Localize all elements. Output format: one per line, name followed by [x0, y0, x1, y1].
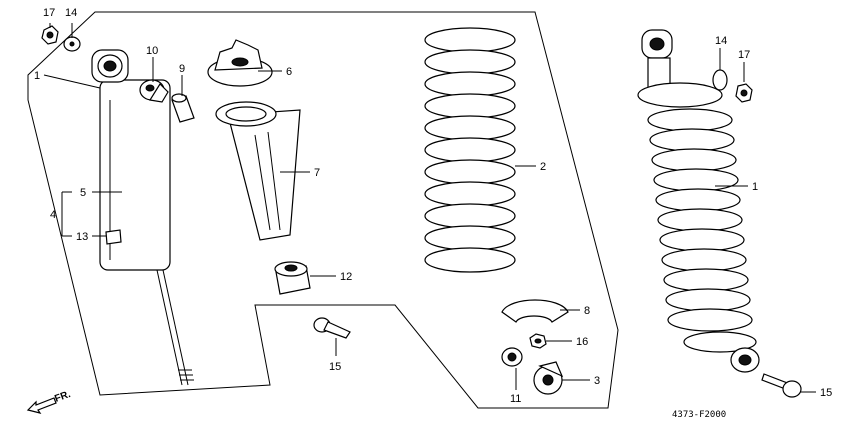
- part-17-nut-right: [735, 83, 753, 103]
- part-6-spring-seat: [207, 39, 273, 87]
- part-17-nut-left: [41, 25, 59, 45]
- part-7-spring-guide: [215, 101, 301, 241]
- callout-11-collar: 11: [510, 393, 521, 405]
- callout-17-nut-right: 17: [738, 49, 750, 61]
- callout-16-nut: 16: [576, 336, 588, 348]
- callout-3-joint: 3: [594, 375, 600, 387]
- callout-5-damper: 5: [80, 187, 86, 199]
- callout-15-bolt-right: 15: [820, 387, 832, 399]
- part-12-bump-rubber: [274, 261, 311, 295]
- callout-8-stopper: 8: [584, 305, 590, 317]
- callout-12-bump-rubber: 12: [340, 271, 352, 283]
- callout-14-washer-right: 14: [715, 35, 727, 47]
- shock-damper-body: [91, 49, 194, 386]
- callout-15-bolt-left: 15: [329, 361, 341, 373]
- callout-1-shock-right: 1: [752, 181, 758, 193]
- part-14-washer-right: [712, 69, 728, 91]
- part-8-spring-stopper: [501, 299, 569, 323]
- part-15-bolt-right: [761, 373, 802, 398]
- leader-lines: [43, 23, 816, 393]
- callout-17-nut-left: 17: [43, 7, 55, 19]
- shock-assembly-complete: [637, 29, 760, 373]
- front-direction-label: FR.: [53, 389, 72, 405]
- part-11-collar: [501, 347, 523, 367]
- part-9-bushing: [171, 93, 195, 123]
- callout-9-bushing: 9: [179, 63, 185, 75]
- callout-2-spring: 2: [540, 161, 546, 173]
- part-15-bolt-left: [313, 317, 351, 339]
- callout-10-collar: 10: [146, 45, 158, 57]
- part-14-washer-left: [63, 36, 81, 52]
- part-2-coil-spring: [424, 27, 516, 273]
- callout-6-spring-seat: 6: [286, 66, 292, 78]
- front-direction-arrow-icon: [26, 397, 57, 414]
- label-sticker: [105, 229, 122, 245]
- part-10-collar: [139, 79, 169, 103]
- assembly-outline: [27, 11, 619, 409]
- diagram-code: 4373-F2000: [672, 410, 726, 420]
- part-16-nut: [529, 333, 547, 349]
- callout-13-label: 13: [76, 231, 88, 243]
- part-3-lower-joint: [533, 361, 564, 395]
- callout-14-washer-left: 14: [65, 7, 77, 19]
- callout-4-damper-set: 4: [50, 209, 56, 221]
- callout-7-spring-guide: 7: [314, 167, 320, 179]
- callout-1-shock-left: 1: [34, 70, 40, 82]
